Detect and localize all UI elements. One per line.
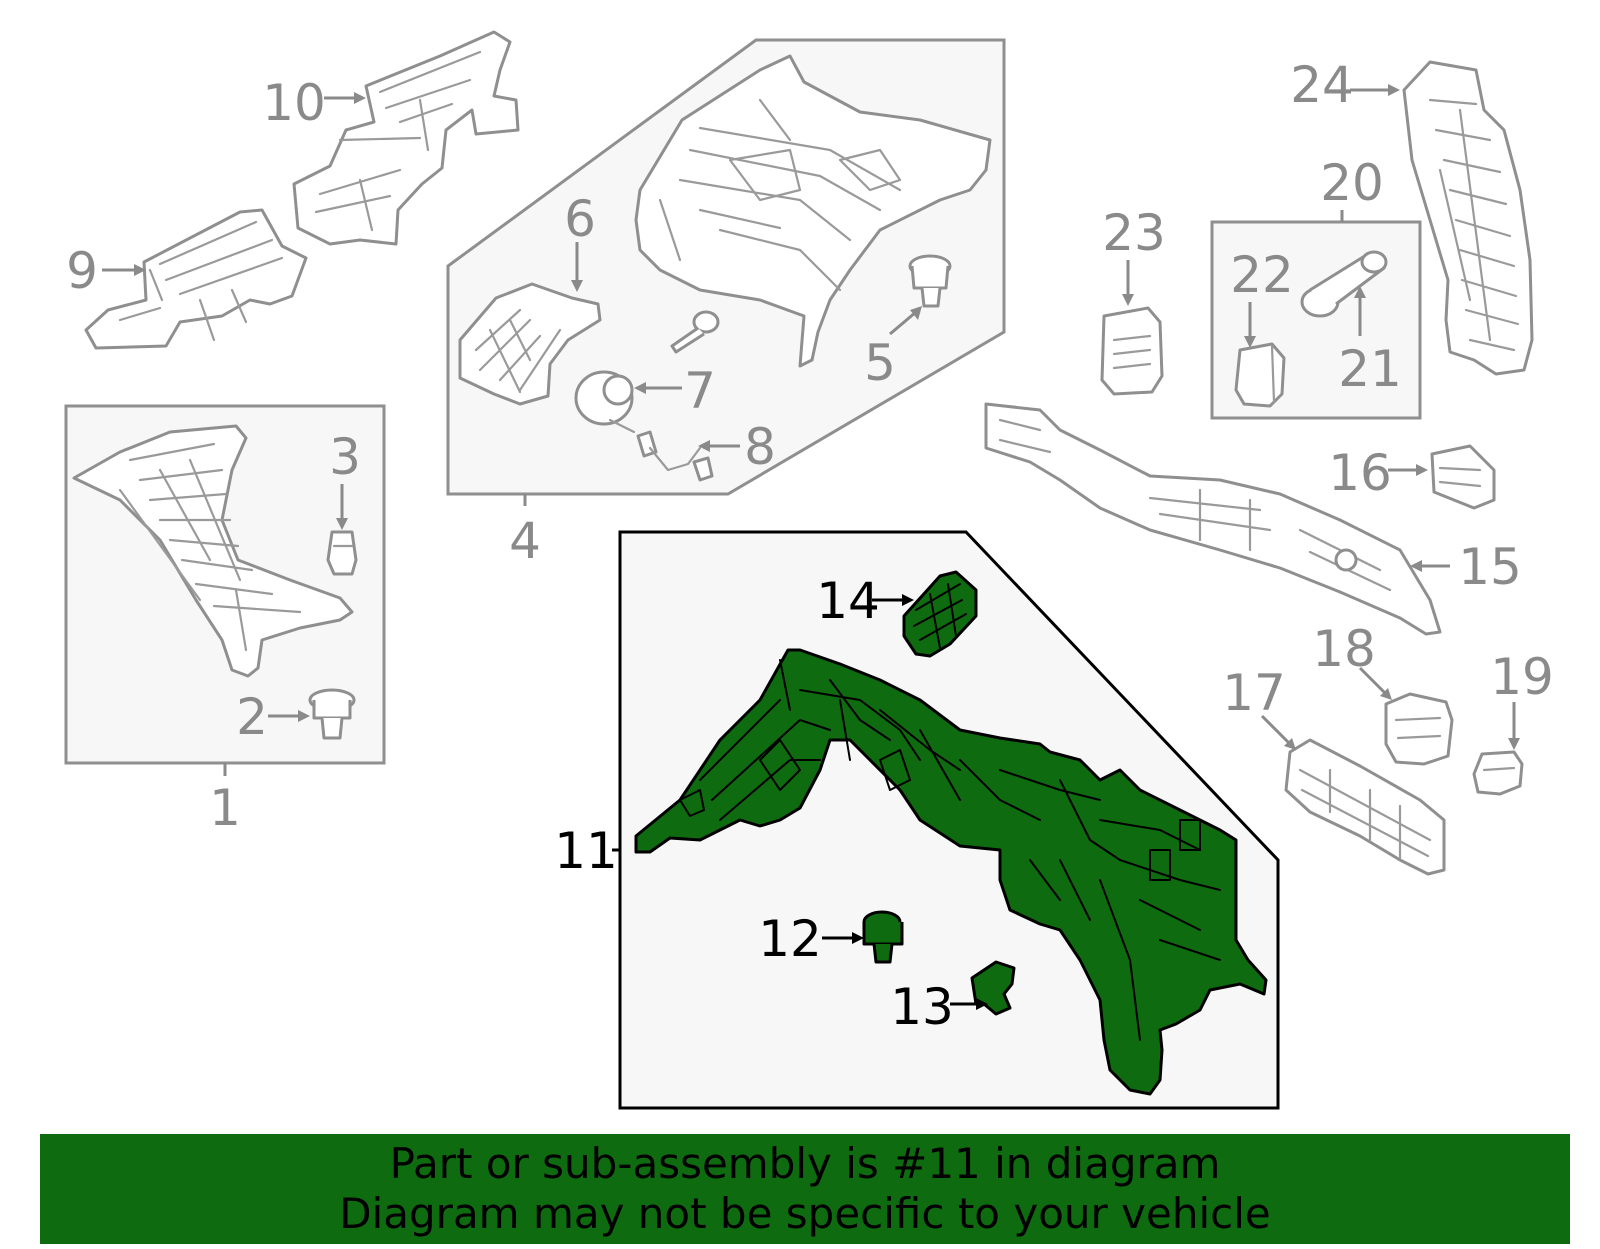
callout-5: 5 [864,334,896,392]
part-19-clip [1472,750,1524,796]
callout-16: 16 [1328,444,1392,502]
part-11-wheelhouse [634,648,1268,1096]
part-15-rail [984,402,1442,636]
part-17-bracket [1284,738,1446,876]
callout-4: 4 [509,512,541,570]
callout-9: 9 [66,242,98,300]
part-6-bracket [458,282,602,406]
part-8-harness [636,430,714,482]
callout-24: 24 [1290,56,1354,114]
part-1-trim-panel [72,424,354,678]
callout-17: 17 [1222,664,1286,722]
part-22-cap [1234,342,1286,408]
part-24-pillar [1402,60,1534,376]
callout-14: 14 [816,572,880,630]
banner-line-1: Part or sub-assembly is #11 in diagram [389,1139,1221,1188]
part-7-grommet [574,370,636,434]
callout-12: 12 [758,910,822,968]
callout-10: 10 [262,74,326,132]
part-9-bracket [84,208,308,350]
callout-22: 22 [1230,246,1294,304]
info-banner: Part or sub-assembly is #11 in diagram D… [40,1134,1570,1244]
part-16-clip [1430,444,1496,510]
callout-13: 13 [890,978,954,1036]
part-5-fastener [908,254,952,308]
callout-8: 8 [744,418,776,476]
callout-23: 23 [1102,204,1166,262]
callout-15: 15 [1458,538,1522,596]
callout-11: 11 [554,822,618,880]
part-14-pad [902,570,978,658]
part-4-panel [634,54,992,368]
group-box-20: 20 22 21 [1210,154,1422,420]
part-12-fastener [862,910,904,964]
part-3-clip [326,530,358,576]
group-box-11: 11 14 12 13 [554,530,1280,1110]
callout-1: 1 [209,779,241,837]
callout-18: 18 [1312,620,1376,678]
callout-6: 6 [564,190,596,248]
part-2-fastener [308,688,356,740]
part-bolt [670,310,720,354]
callout-7: 7 [684,362,716,420]
group-box-4: 4 6 7 [446,38,1006,570]
banner-line-2: Diagram may not be specific to your vehi… [339,1189,1271,1238]
callout-19: 19 [1490,648,1554,706]
callout-21: 21 [1338,340,1402,398]
callout-3: 3 [329,428,361,486]
callout-20: 20 [1320,154,1384,212]
group-box-1: 1 3 2 [64,404,386,837]
part-23-cover [1100,306,1164,396]
part-18-bracket [1384,692,1454,766]
part-10-bracket [292,30,520,246]
callout-2: 2 [236,688,268,746]
